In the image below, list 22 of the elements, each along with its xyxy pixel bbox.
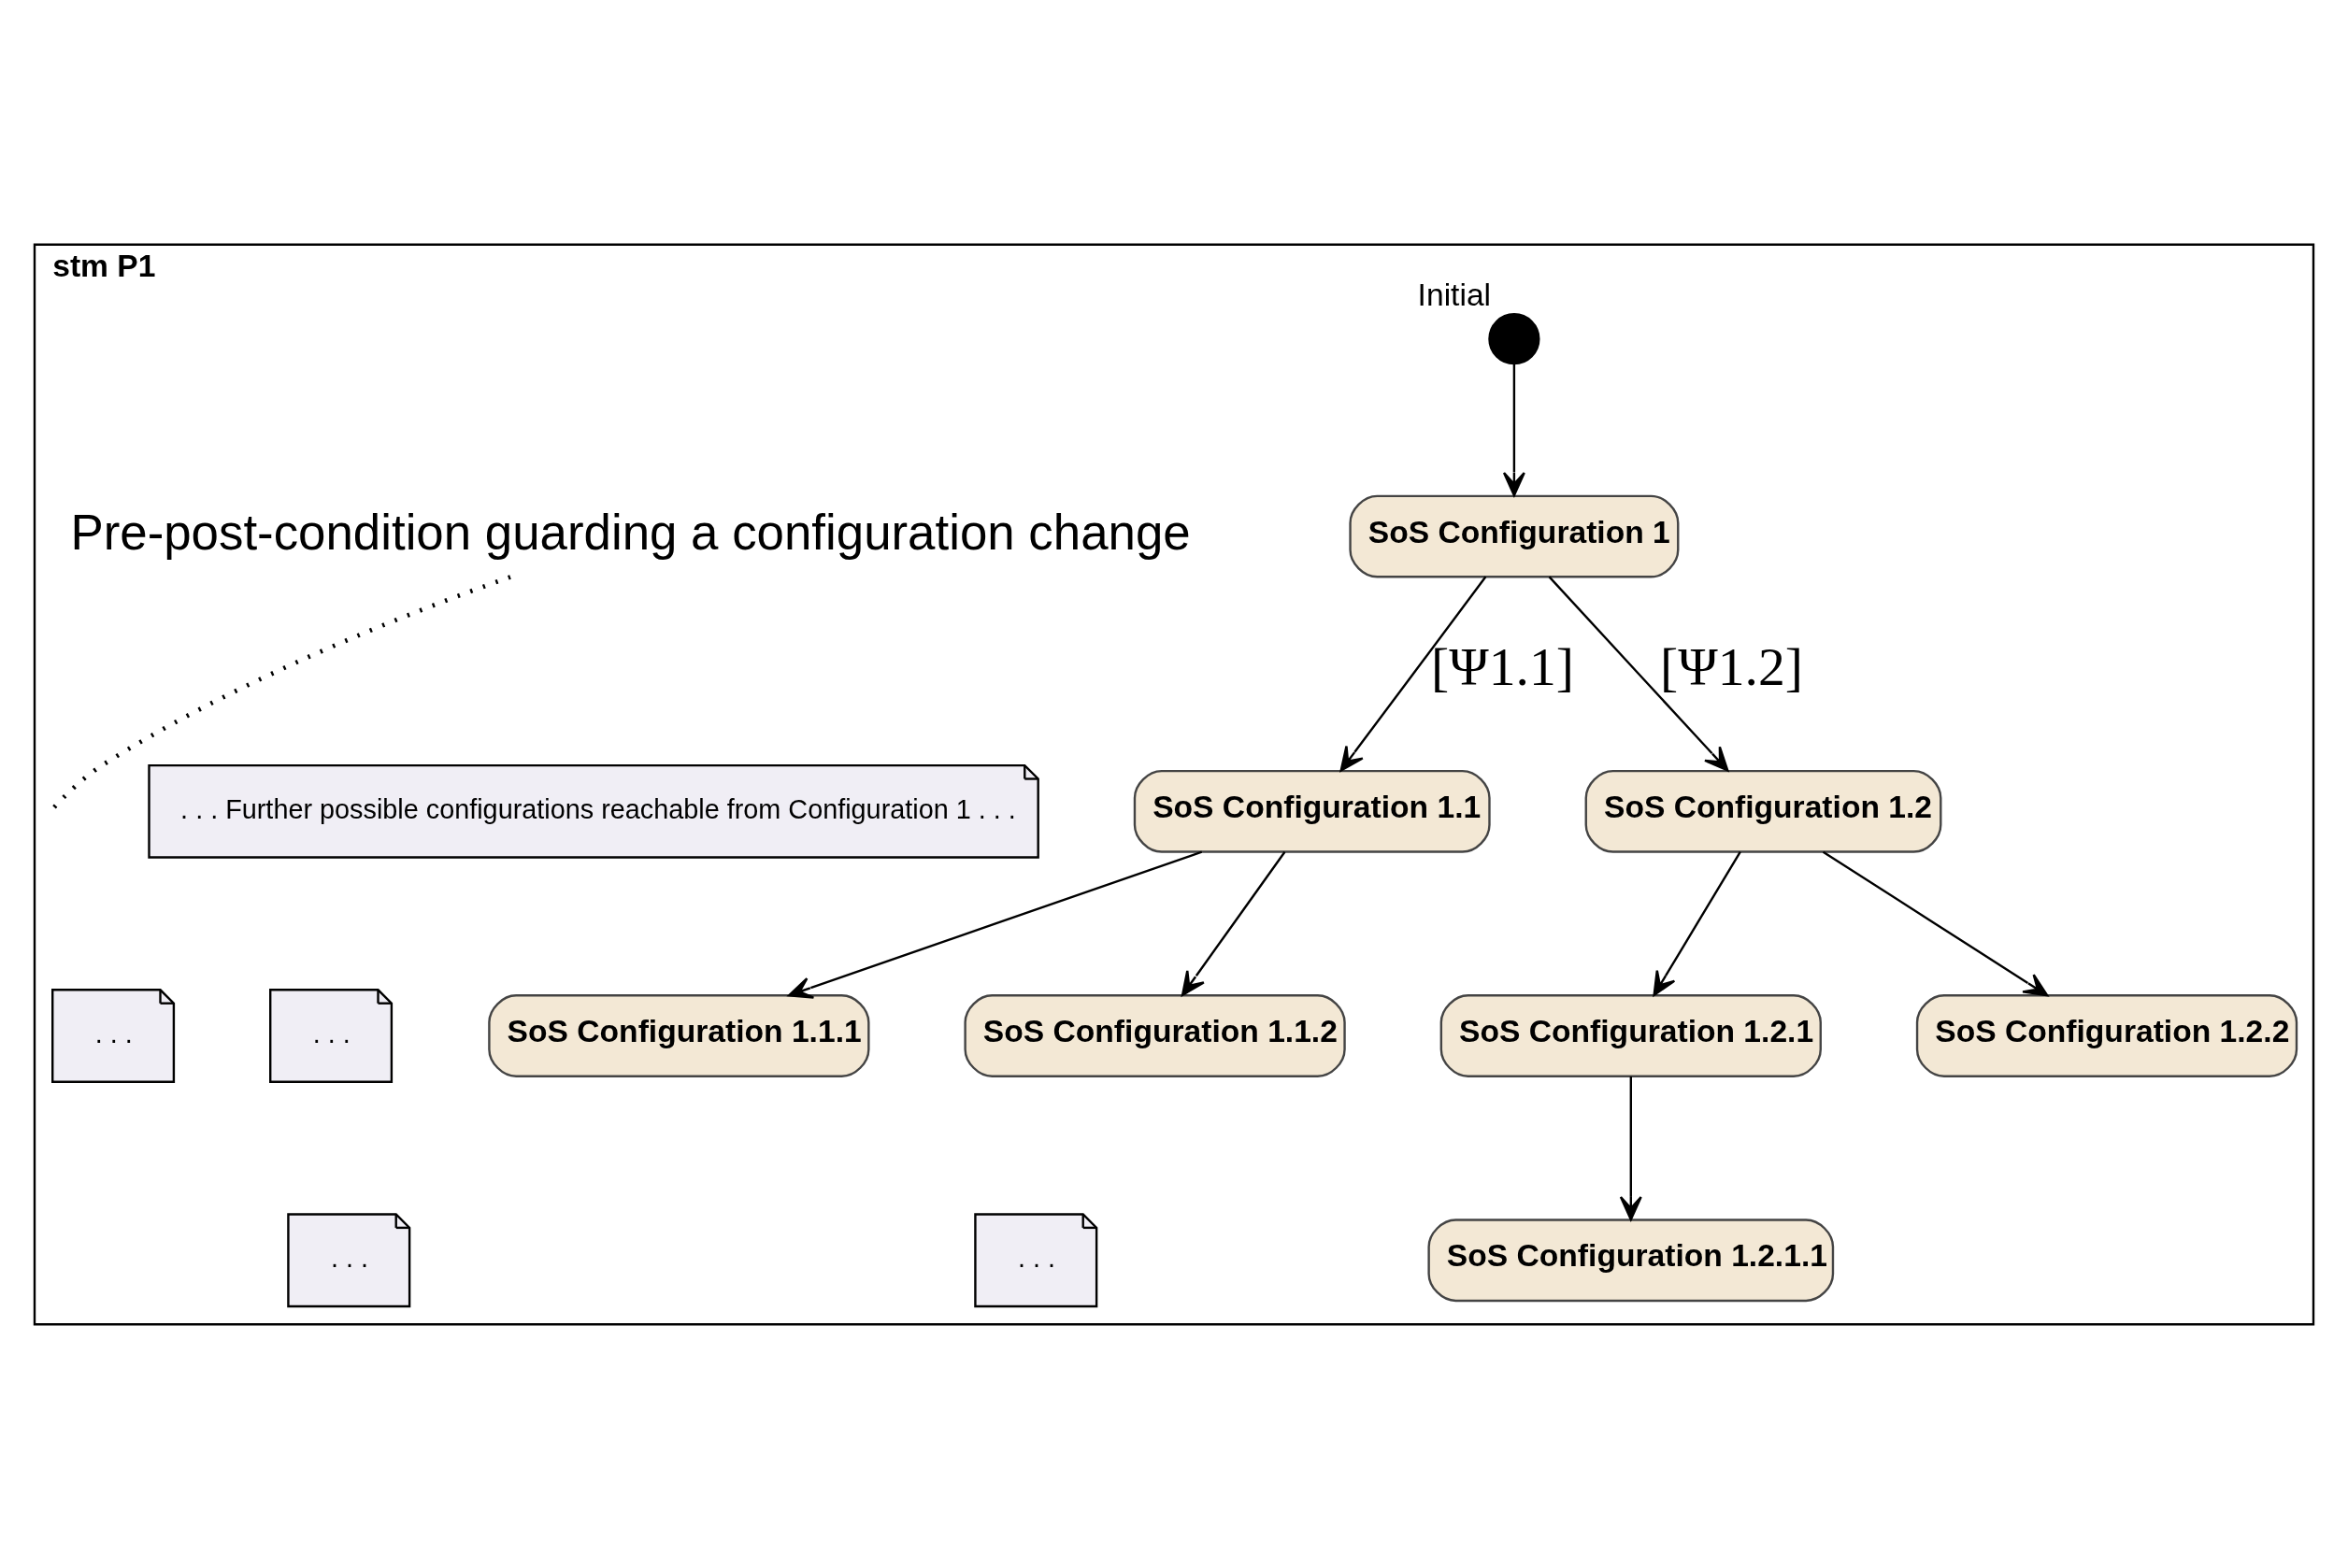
- node-circle: [1488, 312, 1540, 364]
- node-box: SoS Configuration 1: [1349, 494, 1680, 578]
- node-box: SoS Configuration 1.2.2: [1915, 993, 2298, 1077]
- connector: [50, 574, 511, 810]
- arrow: [1822, 850, 2049, 996]
- edge-label: [Ψ1.2]: [1660, 636, 1803, 696]
- node-box: SoS Configuration 1.1.1: [488, 993, 870, 1077]
- arrow: [787, 850, 1203, 999]
- arrow: [1619, 1076, 1642, 1220]
- node-box: SoS Configuration 1.2.1: [1439, 993, 1822, 1077]
- node-label: Initial: [1417, 277, 1492, 312]
- node-box: SoS Configuration 1.2: [1584, 769, 1942, 853]
- node-box: SoS Configuration 1.1: [1133, 769, 1491, 853]
- arrow: [1548, 576, 1729, 772]
- node-box: SoS Configuration 1.2.1.1: [1427, 1218, 1835, 1302]
- arrow: [1339, 576, 1487, 772]
- arrow: [1181, 850, 1286, 996]
- node-box: SoS Configuration 1.1.2: [964, 993, 1346, 1077]
- edge-label: [Ψ1.1]: [1431, 636, 1574, 696]
- node-text: Pre-post-condition guarding a configuration change: [70, 504, 1191, 560]
- arrow: [1502, 363, 1525, 496]
- arrow: [1653, 850, 1741, 996]
